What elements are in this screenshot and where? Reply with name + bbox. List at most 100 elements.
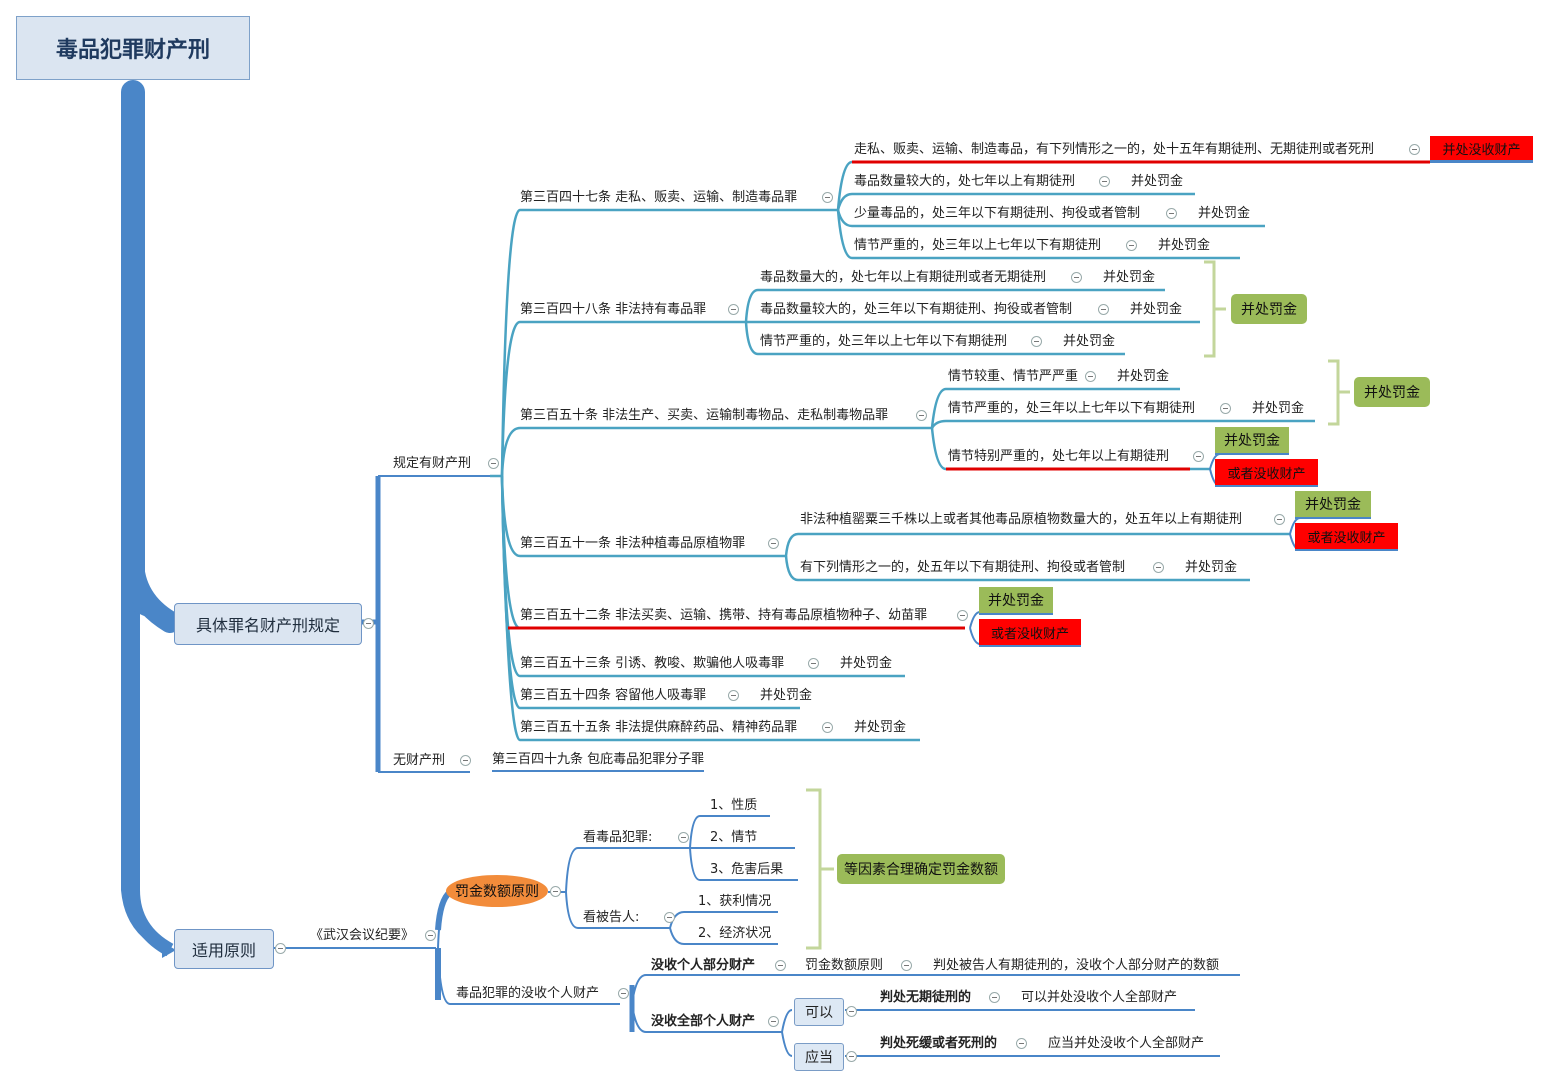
- collapse-icon[interactable]: [1016, 1038, 1027, 1049]
- collapse-icon[interactable]: [1193, 451, 1204, 462]
- node-article-355[interactable]: 第三百五十五条 非法提供麻醉药品、精神药品罪: [520, 720, 798, 735]
- collapse-icon[interactable]: [1071, 272, 1082, 283]
- node-partial-rule[interactable]: 罚金数额原则: [805, 958, 884, 973]
- collapse-icon[interactable]: [1098, 304, 1109, 315]
- node-may[interactable]: 可以: [794, 998, 844, 1026]
- art347-item[interactable]: 少量毒品的，处三年以下有期徒刑、拘役或者管制: [854, 206, 1141, 221]
- collapse-icon[interactable]: [618, 988, 629, 999]
- art350-item[interactable]: 情节较重、情节严严重: [948, 369, 1079, 384]
- collapse-icon[interactable]: [460, 755, 471, 766]
- tag-confiscation[interactable]: 并处没收财产: [1430, 136, 1533, 162]
- fine-tag[interactable]: 并处罚金: [1103, 270, 1156, 285]
- must-condition[interactable]: 判处死缓或者死刑的: [880, 1036, 998, 1051]
- collapse-icon[interactable]: [822, 722, 833, 733]
- collapse-icon[interactable]: [1085, 371, 1096, 382]
- art348-item[interactable]: 毒品数量大的，处七年以上有期徒刑或者无期徒刑: [760, 270, 1047, 285]
- may-result[interactable]: 可以并处没收个人全部财产: [1021, 990, 1178, 1005]
- node-partial-confiscation[interactable]: 没收个人部分财产: [651, 958, 756, 973]
- collapse-icon[interactable]: [1220, 403, 1231, 414]
- art347-item[interactable]: 走私、贩卖、运输、制造毒品，有下列情形之一的，处十五年有期徒刑、无期徒刑或者死刑: [854, 142, 1375, 157]
- may-condition[interactable]: 判处无期徒刑的: [880, 990, 972, 1005]
- collapse-icon[interactable]: [846, 1051, 857, 1062]
- fine-tag[interactable]: 并处罚金: [1185, 560, 1238, 575]
- collapse-icon[interactable]: [275, 943, 286, 954]
- art347-item[interactable]: 情节严重的，处三年以上七年以下有期徒刑: [854, 238, 1102, 253]
- collapse-icon[interactable]: [1031, 336, 1042, 347]
- collapse-icon[interactable]: [550, 886, 561, 897]
- node-no-property-penalty[interactable]: 无财产刑: [393, 753, 446, 768]
- collapse-icon[interactable]: [768, 1016, 779, 1027]
- node-article-347[interactable]: 第三百四十七条 走私、贩卖、运输、制造毒品罪: [520, 190, 798, 205]
- collapse-icon[interactable]: [1166, 208, 1177, 219]
- fine-tag[interactable]: 并处罚金: [840, 656, 893, 671]
- collapse-icon[interactable]: [957, 610, 968, 621]
- node-wuhan-minutes[interactable]: 《武汉会议纪要》: [310, 928, 415, 943]
- fine-tag[interactable]: 并处罚金: [760, 688, 813, 703]
- node-article-354[interactable]: 第三百五十四条 容留他人吸毒罪: [520, 688, 707, 703]
- node-see-crime[interactable]: 看毒品犯罪:: [583, 830, 653, 845]
- tag-confiscation[interactable]: 或者没收财产: [979, 619, 1081, 647]
- fine-tag[interactable]: 并处罚金: [1117, 369, 1170, 384]
- defendant-factor[interactable]: 1、获利情况: [698, 894, 772, 909]
- collapse-icon[interactable]: [846, 1006, 857, 1017]
- fine-tag[interactable]: 并处罚金: [1252, 401, 1305, 416]
- root-title[interactable]: 毒品犯罪财产刑: [16, 16, 250, 80]
- collapse-icon[interactable]: [808, 658, 819, 669]
- art348-item[interactable]: 毒品数量较大的，处三年以下有期徒刑、拘役或者管制: [760, 302, 1073, 317]
- fine-tag[interactable]: 并处罚金: [1063, 334, 1116, 349]
- collapse-icon[interactable]: [1099, 176, 1110, 187]
- fine-tag[interactable]: 并处罚金: [1130, 302, 1183, 317]
- collapse-icon[interactable]: [1153, 562, 1164, 573]
- node-application-principles[interactable]: 适用原则: [174, 929, 274, 969]
- node-article-352[interactable]: 第三百五十二条 非法买卖、运输、携带、持有毒品原植物种子、幼苗罪: [520, 608, 928, 623]
- collapse-icon[interactable]: [728, 690, 739, 701]
- art348-item[interactable]: 情节严重的，处三年以上七年以下有期徒刑: [760, 334, 1008, 349]
- tag-confiscation[interactable]: 或者没收财产: [1215, 459, 1318, 487]
- art351-item[interactable]: 有下列情形之一的，处五年以下有期徒刑、拘役或者管制: [800, 560, 1126, 575]
- node-full-confiscation[interactable]: 没收全部个人财产: [651, 1014, 756, 1029]
- collapse-icon[interactable]: [1126, 240, 1137, 251]
- crime-factor[interactable]: 2、情节: [710, 830, 758, 845]
- crime-factor[interactable]: 1、性质: [710, 798, 758, 813]
- collapse-icon[interactable]: [678, 832, 689, 843]
- node-must[interactable]: 应当: [794, 1043, 844, 1071]
- art350-item[interactable]: 情节严重的，处三年以上七年以下有期徒刑: [948, 401, 1196, 416]
- collapse-icon[interactable]: [775, 960, 786, 971]
- collapse-icon[interactable]: [664, 912, 675, 923]
- node-article-351[interactable]: 第三百五十一条 非法种植毒品原植物罪: [520, 536, 746, 551]
- collapse-icon[interactable]: [728, 304, 739, 315]
- fine-tag[interactable]: 并处罚金: [1198, 206, 1251, 221]
- collapse-icon[interactable]: [822, 192, 833, 203]
- collapse-icon[interactable]: [1409, 144, 1420, 155]
- partial-description[interactable]: 判处被告人有期徒刑的，没收个人部分财产的数额: [933, 958, 1220, 973]
- node-article-349[interactable]: 第三百四十九条 包庇毒品犯罪分子罪: [492, 752, 705, 772]
- node-article-353[interactable]: 第三百五十三条 引诱、教唆、欺骗他人吸毒罪: [520, 656, 785, 671]
- node-see-defendant[interactable]: 看被告人:: [583, 910, 640, 925]
- node-has-property-penalty[interactable]: 规定有财产刑: [393, 456, 472, 471]
- fine-tag[interactable]: 并处罚金: [979, 587, 1053, 615]
- collapse-icon[interactable]: [768, 538, 779, 549]
- art350-item[interactable]: 情节特别严重的，处七年以上有期徒刑: [948, 449, 1170, 464]
- node-article-350[interactable]: 第三百五十条 非法生产、买卖、运输制毒物品、走私制毒物品罪: [520, 408, 889, 423]
- collapse-icon[interactable]: [916, 410, 927, 421]
- fine-tag[interactable]: 并处罚金: [1158, 238, 1211, 253]
- fine-tag[interactable]: 并处罚金: [1295, 491, 1371, 519]
- summary-fine-tag[interactable]: 并处罚金: [1231, 294, 1307, 324]
- must-result[interactable]: 应当并处没收个人全部财产: [1048, 1036, 1205, 1051]
- node-confiscation[interactable]: 毒品犯罪的没收个人财产: [456, 986, 600, 1001]
- summary-fine-tag[interactable]: 并处罚金: [1354, 377, 1430, 407]
- fine-tag[interactable]: 并处罚金: [854, 720, 907, 735]
- art351-item[interactable]: 非法种植罂粟三千株以上或者其他毒品原植物数量大的，处五年以上有期徒刑: [800, 512, 1243, 527]
- collapse-icon[interactable]: [1274, 514, 1285, 525]
- collapse-icon[interactable]: [488, 458, 499, 469]
- art347-item[interactable]: 毒品数量较大的，处七年以上有期徒刑: [854, 174, 1076, 189]
- conclusion-tag[interactable]: 等因素合理确定罚金数额: [837, 854, 1005, 884]
- fine-tag[interactable]: 并处罚金: [1215, 427, 1289, 455]
- collapse-icon[interactable]: [425, 930, 436, 941]
- crime-factor[interactable]: 3、危害后果: [710, 862, 784, 877]
- node-article-348[interactable]: 第三百四十八条 非法持有毒品罪: [520, 302, 707, 317]
- defendant-factor[interactable]: 2、经济状况: [698, 926, 772, 941]
- node-specific-penalties[interactable]: 具体罪名财产刑规定: [174, 603, 362, 645]
- node-fine-amount-principle[interactable]: 罚金数额原则: [446, 875, 548, 907]
- collapse-icon[interactable]: [363, 618, 374, 629]
